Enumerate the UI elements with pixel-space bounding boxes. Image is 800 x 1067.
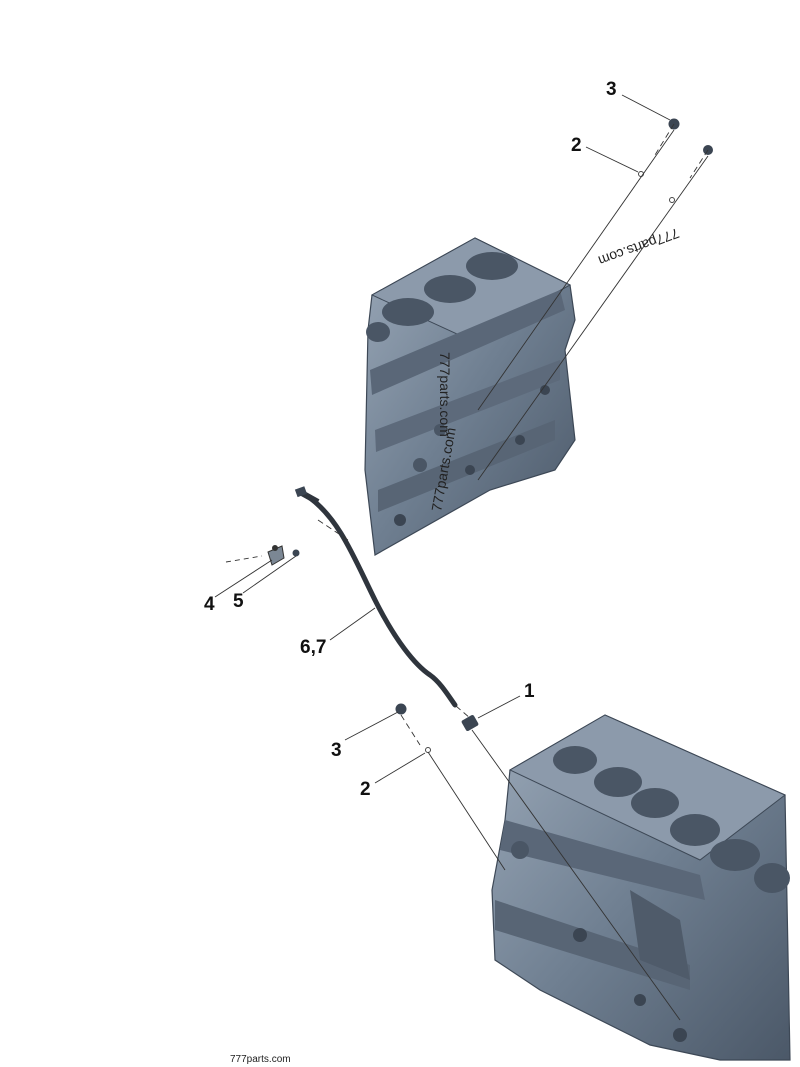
- nut-part-top: [668, 118, 713, 155]
- lower-engine-block: [491, 714, 791, 1061]
- callout-4: 4: [204, 594, 215, 615]
- callout-1: 1: [524, 681, 535, 702]
- callout-3-top: 3: [606, 79, 617, 100]
- callout-3-bottom: 3: [331, 740, 342, 761]
- footer-watermark: 777parts.com: [230, 1054, 291, 1065]
- upper-engine-block: [364, 237, 576, 556]
- bracket-bolt: [292, 549, 300, 557]
- callout-6-7: 6,7: [300, 637, 326, 658]
- dipstick-bracket: [267, 545, 285, 566]
- watermark-top-right: 777parts.com: [596, 225, 681, 269]
- leader-lines: [214, 94, 709, 1021]
- callout-5: 5: [233, 591, 244, 612]
- callout-2-top: 2: [571, 135, 582, 156]
- grommet-part: [461, 715, 479, 731]
- watermark-block-vertical: 777parts.com: [437, 352, 453, 437]
- callout-2-bottom: 2: [360, 779, 371, 800]
- nut-part-bottom: [395, 703, 407, 715]
- dipstick-tube: [294, 486, 458, 708]
